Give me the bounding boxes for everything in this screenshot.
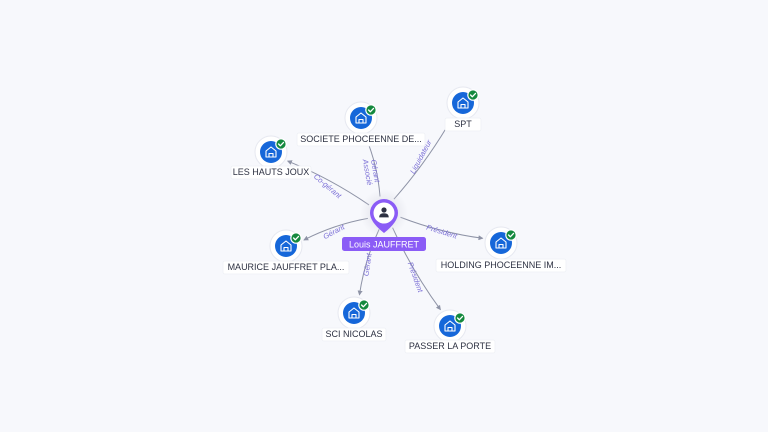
edge-label-nicolas: Gérant bbox=[361, 252, 373, 277]
verified-check-icon bbox=[365, 104, 377, 116]
center-person-name: Louis JAUFFRET bbox=[349, 239, 420, 249]
company-node-societe[interactable]: SOCIETE PHOCEENNE DE... bbox=[296, 101, 426, 147]
edge-label-holding: Président bbox=[425, 223, 459, 241]
company-label-background bbox=[222, 260, 350, 275]
company-name-holding: HOLDING PHOCEENNE IM... bbox=[441, 260, 562, 270]
edge-hauts bbox=[286, 160, 370, 206]
company-node-holding[interactable]: HOLDING PHOCEENNE IM... bbox=[435, 226, 567, 273]
company-label-background bbox=[444, 117, 482, 132]
company-node-passer[interactable]: PASSER LA PORTE bbox=[404, 309, 496, 354]
building-icon bbox=[495, 237, 507, 249]
company-name-maurice: MAURICE JAUFFRET PLA... bbox=[228, 262, 345, 272]
company-label-background bbox=[404, 339, 496, 354]
edge-label-societe: GérantAssocié bbox=[361, 156, 382, 186]
building-icon bbox=[348, 307, 360, 319]
building-icon bbox=[265, 146, 277, 158]
verified-check-icon bbox=[454, 312, 466, 324]
company-node-hauts[interactable]: LES HAUTS JOUX bbox=[230, 135, 312, 180]
company-name-societe: SOCIETE PHOCEENNE DE... bbox=[300, 134, 422, 144]
center-person-node[interactable]: Louis JAUFFRET bbox=[342, 189, 426, 251]
building-icon bbox=[355, 112, 367, 124]
nodes-layer: SPT SOCIETE PHOCEENNE DE... LES HAUTS JOUX… bbox=[222, 86, 567, 354]
company-node-maurice[interactable]: MAURICE JAUFFRET PLA... bbox=[222, 229, 350, 275]
company-name-spt: SPT bbox=[454, 119, 472, 129]
building-icon bbox=[444, 320, 456, 332]
company-label-background bbox=[435, 258, 567, 273]
company-name-hauts: LES HAUTS JOUX bbox=[233, 167, 310, 177]
company-node-spt[interactable]: SPT bbox=[444, 86, 482, 132]
company-node-nicolas[interactable]: SCI NICOLAS bbox=[321, 296, 387, 342]
verified-check-icon bbox=[505, 229, 517, 241]
company-label-background bbox=[321, 327, 387, 342]
edge-label-passer: Président bbox=[406, 261, 426, 295]
verified-check-icon bbox=[467, 89, 479, 101]
person-pin-inner bbox=[373, 202, 395, 224]
edge-passer bbox=[392, 227, 441, 311]
building-icon bbox=[280, 240, 292, 252]
verified-check-icon bbox=[275, 138, 287, 150]
company-label-background bbox=[230, 165, 312, 180]
company-name-passer: PASSER LA PORTE bbox=[409, 341, 491, 351]
verified-check-icon bbox=[290, 232, 302, 244]
company-label-background bbox=[296, 132, 426, 147]
building-icon bbox=[457, 97, 469, 109]
company-name-nicolas: SCI NICOLAS bbox=[325, 329, 382, 339]
edge-holding bbox=[400, 216, 484, 241]
person-icon bbox=[379, 207, 389, 218]
verified-check-icon bbox=[358, 299, 370, 311]
center-label-background bbox=[342, 237, 426, 251]
